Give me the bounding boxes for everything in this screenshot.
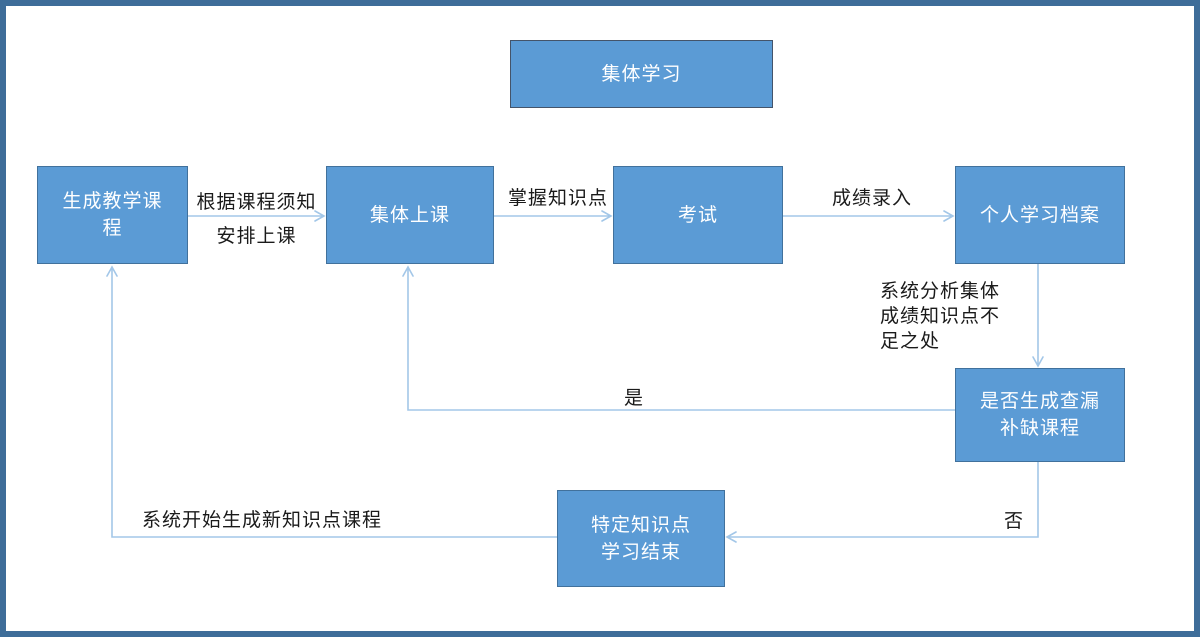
node-decision-remedial: 是否生成查漏补缺课程 (955, 368, 1125, 462)
connector-archive-to-decision (1032, 263, 1044, 368)
edge-label-schedule: 根据课程须知 安排上课 (196, 192, 317, 247)
edge-label-master-knowledge: 掌握知识点 (507, 188, 608, 209)
node-generate-course-label: 生成教学课程 (62, 191, 163, 239)
node-group-class: 集体上课 (326, 166, 494, 264)
node-decision-remedial-label: 是否生成查漏补缺课程 (980, 391, 1101, 439)
node-personal-archive-label: 个人学习档案 (979, 204, 1100, 226)
node-group-class-label: 集体上课 (369, 204, 450, 226)
node-topic-learning-end-label: 特定知识点学习结束 (590, 514, 691, 563)
connector-exam-to-archive (782, 210, 955, 222)
node-collective-learning-label: 集体学习 (601, 63, 682, 85)
node-topic-learning-end: 特定知识点学习结束 (557, 490, 725, 587)
edge-label-yes: 是 (623, 388, 644, 409)
node-collective-learning: 集体学习 (510, 40, 773, 108)
node-exam-label: 考试 (677, 204, 718, 226)
edge-label-score-entry: 成绩录入 (831, 188, 912, 209)
connector-end-to-generate (106, 265, 558, 538)
node-personal-archive: 个人学习档案 (955, 166, 1125, 264)
node-exam: 考试 (613, 166, 783, 264)
edge-label-system-analysis: 系统分析集体 成绩知识点不 足之处 (880, 281, 1001, 352)
connector-decision-yes-to-class (402, 265, 956, 411)
edge-label-new-course: 系统开始生成新知识点课程 (142, 510, 383, 531)
connector-class-to-exam (493, 210, 613, 222)
edge-label-no: 否 (1003, 511, 1024, 532)
node-generate-course: 生成教学课程 (37, 166, 188, 264)
connector-decision-no-to-end (725, 461, 1039, 543)
